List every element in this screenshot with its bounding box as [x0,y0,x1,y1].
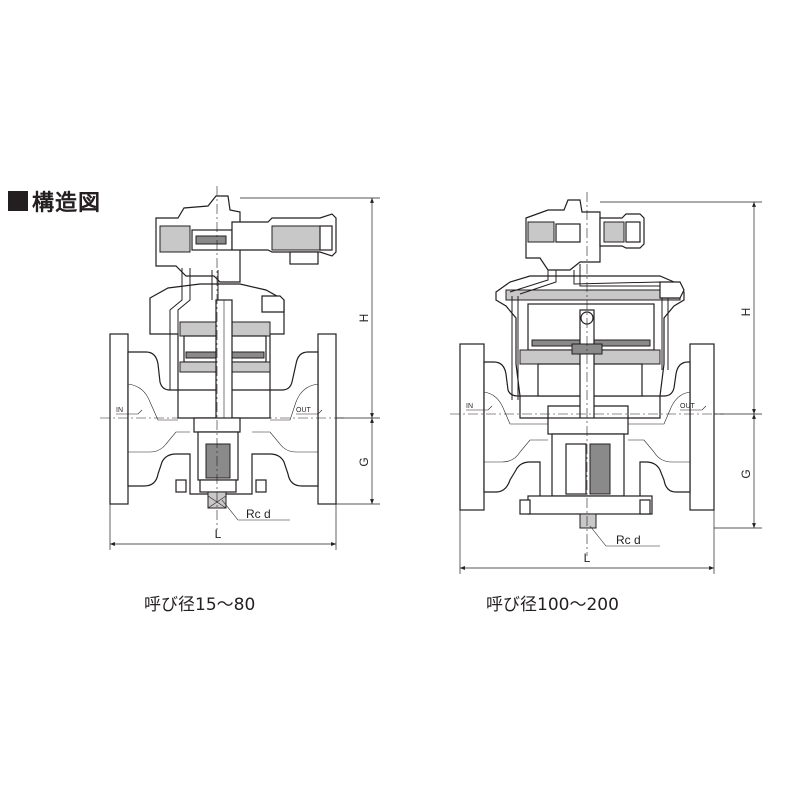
bottom-cover [527,495,653,515]
body-bolt [519,499,531,515]
adjusting-spring [271,225,321,251]
piston-sleeve [565,443,587,495]
main-valve-spring [589,443,611,495]
port-size-label: Rc d [616,533,641,547]
strainer-tube [261,295,285,313]
strainer-tube [659,281,685,299]
valve-drawing-small: IN OUT H G L Rc d [100,186,380,550]
pilot-stem [195,235,227,245]
adjusting-spring [603,221,625,243]
inlet-flange [109,333,129,505]
dimension-h-label: H [357,314,371,323]
pilot-body [159,225,191,253]
outlet-flange [689,343,715,511]
outlet-flange [317,333,337,505]
main-valve-seat [547,417,629,435]
main-valve-cylinder [551,433,625,497]
inlet-label: IN [116,407,123,414]
inlet-flange [459,343,485,511]
adjusting-screw-cap [319,225,333,251]
bottom-cover [199,479,237,493]
body-bolt [639,499,651,515]
caption-large-sizes: 呼び径100～200 [486,595,619,615]
main-valve-spring [205,443,231,479]
upper-cover [505,289,681,301]
dimension-g-label: G [357,457,371,466]
body-bolt [255,479,267,493]
dimension-h-label: H [739,308,753,317]
pilot-valve [555,223,581,243]
adjusting-screw-cap [625,221,641,243]
outlet-label: OUT [296,407,312,414]
lock-nut [289,251,319,265]
outlet-label: OUT [680,403,696,410]
square-bullet-icon [8,191,28,211]
body-bolt [175,479,187,493]
drain-plug [579,513,597,529]
dimension-l-label: L [584,551,591,565]
port-size-label: Rc d [246,507,271,521]
dimension-g-label: G [739,469,753,478]
valve-drawing-large: IN OUT H G L Rc d [450,192,762,574]
section-title: 構造図 [32,191,102,216]
dimension-l-label: L [215,527,222,541]
caption-small-sizes: 呼び径15～80 [144,595,256,615]
pilot-body [527,221,555,243]
section-heading: 構造図 [8,186,101,216]
inlet-label: IN [466,403,473,410]
